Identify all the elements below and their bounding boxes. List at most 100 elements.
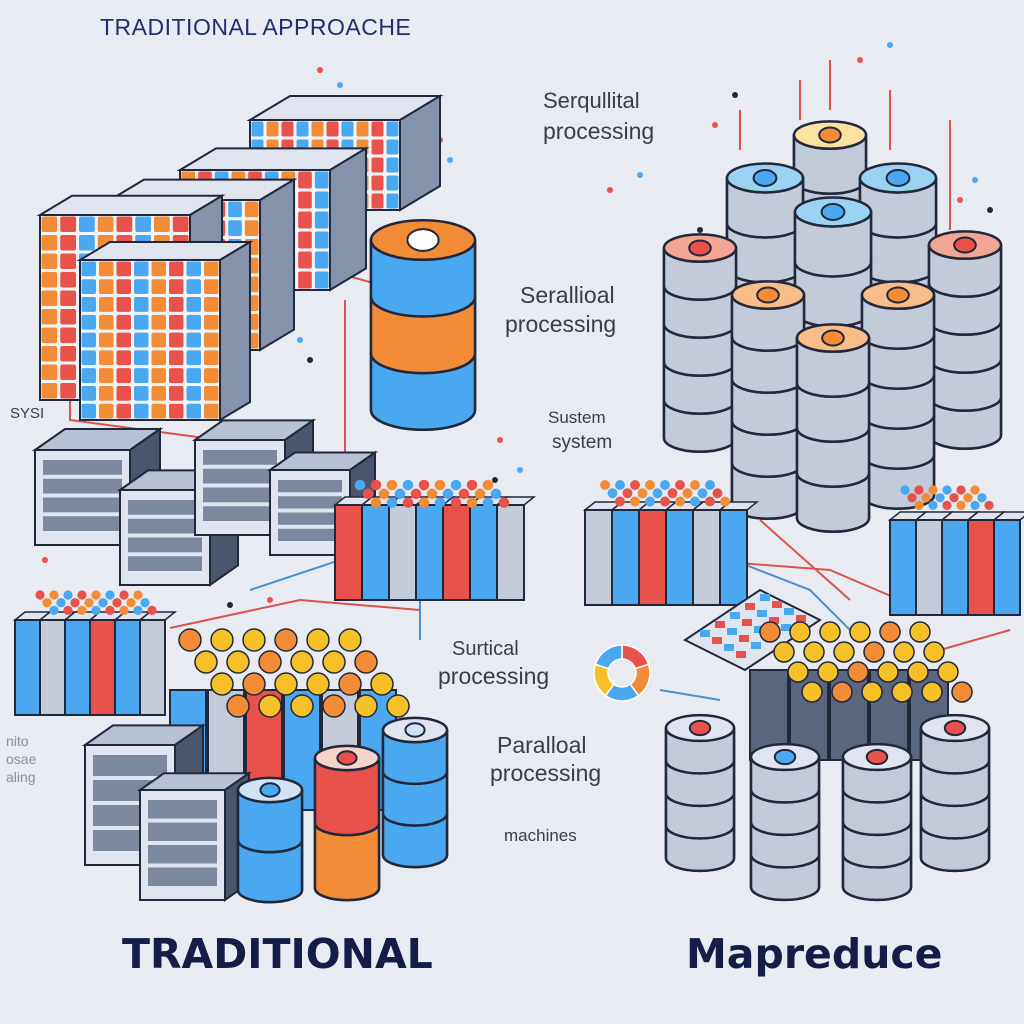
node-dot [712,488,723,499]
rack-led [99,332,114,348]
label-sequential-top-1: Serqullital [543,88,640,113]
cluster-dot [893,641,915,663]
box-vent [128,556,202,571]
node-dot [474,488,486,500]
node-dot [907,493,917,503]
node-dot [935,493,945,503]
label-parallel-2: processing [490,760,602,786]
rack-led [266,121,279,137]
cluster-dot [338,672,362,696]
slab-front [114,619,141,716]
grid-cell [700,630,710,637]
rack-led [116,403,131,419]
rack-led [116,332,131,348]
slab-front [334,504,363,601]
rack-led [186,403,201,419]
scatter-dot [637,172,643,178]
rack-led [151,261,166,277]
box-vent [93,755,167,776]
slab-front [584,509,613,606]
node-dot [98,598,108,608]
rack-led [356,121,369,137]
rack-led [298,171,312,189]
rack-led [326,121,339,137]
title-traditional: TRADITIONAL [122,930,433,978]
node-dot [77,605,87,616]
slab-front [361,504,390,601]
box-vent [278,528,342,541]
cylinder-core [885,169,911,187]
box-vent [43,478,122,494]
node-dot [442,488,454,500]
rack-led [228,220,242,236]
scatter-dot [447,157,453,163]
node-dot [466,497,478,508]
rack-led [81,403,96,419]
node-dot [450,479,462,491]
node-dot [921,493,931,503]
node-dot [690,480,700,490]
node-dot [434,479,446,491]
cluster-dot [833,641,855,663]
box-vent [148,822,217,841]
rack-led [99,297,114,312]
rack-led [99,350,114,366]
slab-front [941,519,969,616]
node-dot [690,496,700,507]
rack-led [169,350,184,366]
slab-front [915,519,943,616]
rack-led [134,279,149,295]
cluster-dot [879,621,901,643]
node-dot [928,485,938,495]
rack-led [314,231,329,249]
rack-led [60,253,76,269]
rack-led [81,314,96,330]
rack-led [371,121,384,137]
rack-led [186,314,201,330]
label-faint-left-1: nito [6,733,29,749]
cylinder-core [752,169,778,187]
node-dot [607,488,618,499]
slab-front [692,509,721,606]
rack-led [298,191,312,209]
slab-front [611,509,640,606]
scatter-dot [517,467,523,473]
slab-front [719,509,748,606]
node-dot [418,497,430,508]
node-dot [119,605,129,616]
scatter-dot [972,177,978,183]
grid-cell [724,644,734,651]
rack-led [341,121,354,137]
label-syst-left: SYSI [10,405,45,422]
rack-led [116,216,133,232]
rack-led [204,368,219,383]
rack-led [134,332,149,348]
node-dot [378,488,390,500]
rack-side [329,146,367,292]
node-dot [426,488,438,500]
grid-cell [715,621,725,628]
rack-led [134,350,149,366]
node-dot [402,497,414,508]
node-dot [970,500,980,511]
rack-led [154,216,170,232]
rack-led [314,211,329,229]
node-dot [105,590,115,600]
rack-led [99,403,114,419]
slab-front [889,519,917,616]
rack-led [41,290,58,306]
rack-led [151,332,166,348]
node-dot [140,598,150,608]
cylinder-core [820,203,846,221]
node-dot [630,496,640,507]
scatter-dot [42,557,48,563]
box-vent [203,506,277,521]
rack-led [81,261,96,277]
rack-led [204,350,219,366]
grid-cell [760,594,770,601]
cluster-dot [210,672,234,696]
rack-led [186,297,201,312]
rack-led [81,332,96,348]
rack-led [151,368,166,383]
rack-led [204,261,219,277]
